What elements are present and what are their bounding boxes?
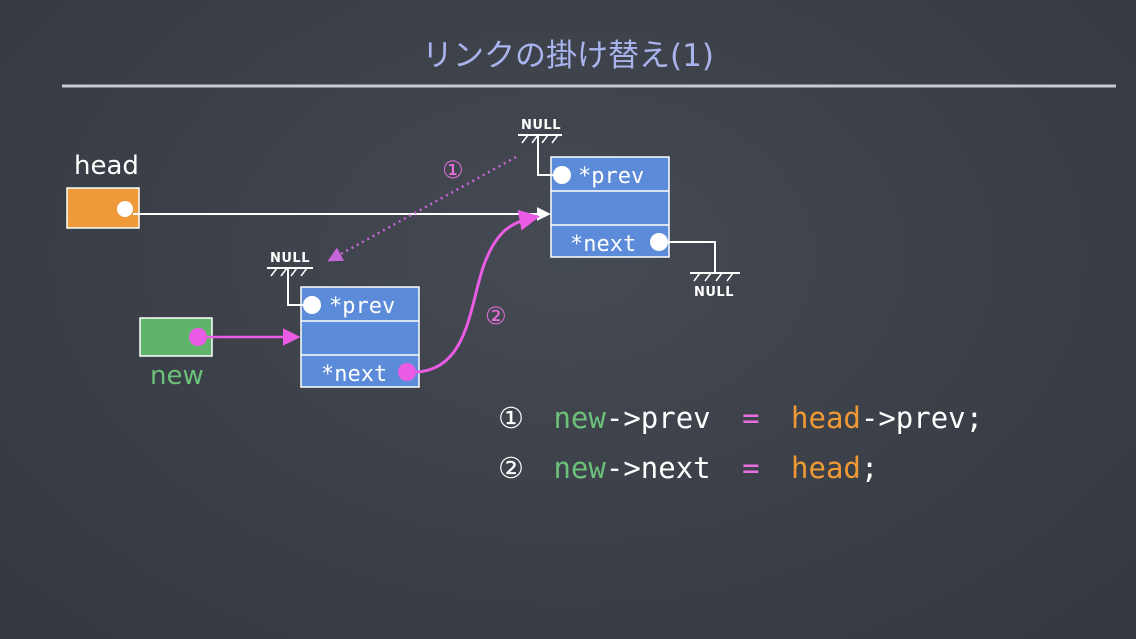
code-line-2-eq: = [742, 451, 759, 485]
code-line-1-eq: = [742, 401, 759, 435]
head-pointer-dot [117, 201, 133, 217]
code-line-1-marker: ① [498, 401, 524, 435]
null-ground-icon [267, 267, 313, 277]
new-prev-dot [303, 296, 321, 314]
head-label: head [74, 151, 139, 181]
new-next-dot [398, 363, 416, 381]
code-line-1-op1: ->prev [606, 401, 711, 435]
existing-next-dot [650, 233, 668, 251]
existing-prev-label: *prev [578, 164, 644, 189]
code-line-2-op1: ->next [606, 451, 711, 485]
existing-next-null-line [668, 241, 716, 273]
code-line-1-head: head [791, 401, 861, 435]
null-ground-icon [518, 134, 562, 144]
new-prev-label: *prev [329, 294, 395, 319]
null-ground-icon [690, 272, 740, 282]
new-prev-null-line [287, 268, 303, 306]
new-pointer-dot [189, 328, 207, 346]
existing-prev-dot [553, 166, 571, 184]
new-label: new [150, 361, 204, 391]
existing-prev-null-line [537, 135, 553, 176]
code-line-1-op2: ->prev [861, 401, 966, 435]
code-line-2-head: head [791, 451, 861, 485]
step2-marker: ② [485, 302, 507, 330]
null-label-top: NULL [521, 118, 561, 133]
code-line-2: ② new->next = head; [498, 451, 878, 485]
code-line-2-var: new [553, 451, 606, 485]
null-label-right: NULL [694, 285, 734, 300]
page-title: リンクの掛け替え(1) [422, 38, 714, 74]
null-label-left: NULL [270, 251, 310, 266]
code-line-2-end: ; [861, 451, 878, 485]
new-next-label: *next [321, 362, 387, 387]
step1-marker: ① [442, 156, 464, 184]
code-line-2-marker: ② [498, 451, 524, 485]
step2-curved-arrow [415, 209, 541, 374]
code-line-1-end: ; [966, 401, 983, 435]
step1-dotted-arrow [327, 155, 517, 262]
existing-next-label: *next [570, 232, 636, 257]
code-line-1: ① new->prev = head->prev; [498, 401, 983, 435]
code-line-1-var: new [553, 401, 606, 435]
